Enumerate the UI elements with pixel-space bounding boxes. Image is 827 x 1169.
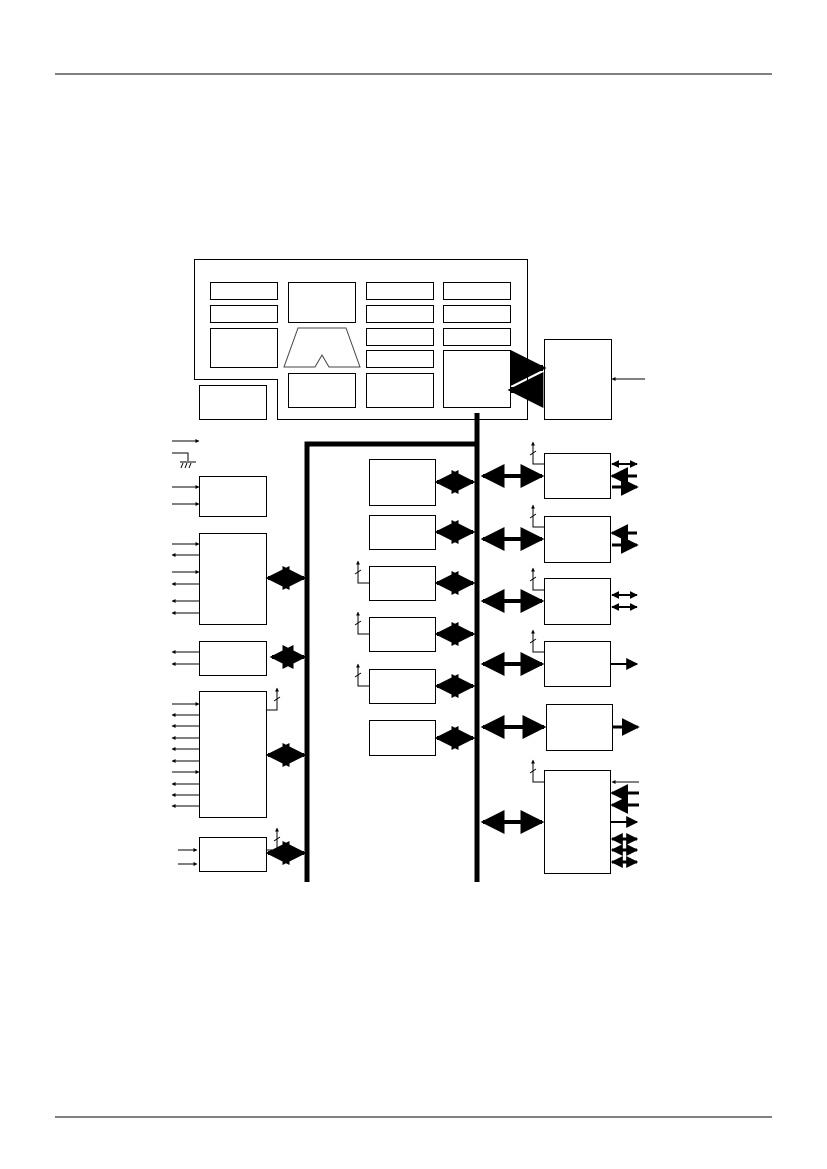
ground-hatch: [184, 462, 188, 469]
core-block: [288, 282, 356, 323]
core-block: [443, 282, 511, 300]
block: [199, 691, 267, 818]
peripheral-block: [369, 720, 436, 756]
core-block: [443, 305, 511, 323]
peripheral-block: [369, 669, 436, 704]
block: [544, 770, 611, 874]
slash-icon: [529, 768, 537, 774]
core-block: [366, 282, 434, 300]
slash-icon: [529, 513, 537, 519]
slash-icon: [529, 576, 537, 582]
slash-icon: [273, 696, 281, 702]
block: [544, 578, 611, 625]
core-block: [366, 328, 434, 346]
slash-icon: [354, 620, 362, 626]
core-block: [443, 328, 511, 346]
connector-line: [532, 570, 544, 591]
ground-hatch: [188, 462, 192, 469]
slash-icon: [529, 450, 537, 456]
block: [544, 641, 611, 687]
core-block: [366, 350, 434, 368]
block: [544, 453, 611, 499]
slash-icon: [354, 569, 362, 575]
small-block: [199, 385, 267, 420]
ground-hatch: [180, 462, 184, 469]
core-block: [366, 373, 434, 408]
ground-line: [172, 452, 189, 461]
peripheral-block: [369, 515, 436, 550]
block: [199, 641, 267, 676]
block: [199, 837, 267, 872]
peripheral-block: [369, 617, 436, 652]
core-block: [210, 328, 278, 368]
cpu-core-container: [194, 259, 528, 420]
core-block: [443, 350, 511, 408]
slash-icon: [529, 638, 537, 644]
connector-line: [357, 614, 369, 635]
core-block: [288, 373, 356, 408]
block: [199, 476, 267, 517]
peripheral-block: [369, 459, 436, 506]
slash-icon: [354, 672, 362, 678]
connector-line: [532, 444, 544, 465]
core-block: [210, 305, 278, 323]
connector-line: [532, 762, 544, 783]
block: [199, 533, 267, 625]
block: [546, 704, 613, 751]
peripheral-block: [369, 566, 436, 601]
connector-line: [532, 507, 544, 528]
connector-line: [532, 632, 544, 653]
block: [544, 516, 611, 563]
connector-line: [357, 666, 369, 687]
alu-trapezoid: [283, 327, 361, 368]
peripheral-bus: [304, 441, 477, 882]
core-block: [210, 282, 278, 300]
external-block: [544, 339, 612, 420]
slash-icon: [273, 836, 281, 842]
core-block: [366, 305, 434, 323]
connector-line: [357, 563, 369, 584]
